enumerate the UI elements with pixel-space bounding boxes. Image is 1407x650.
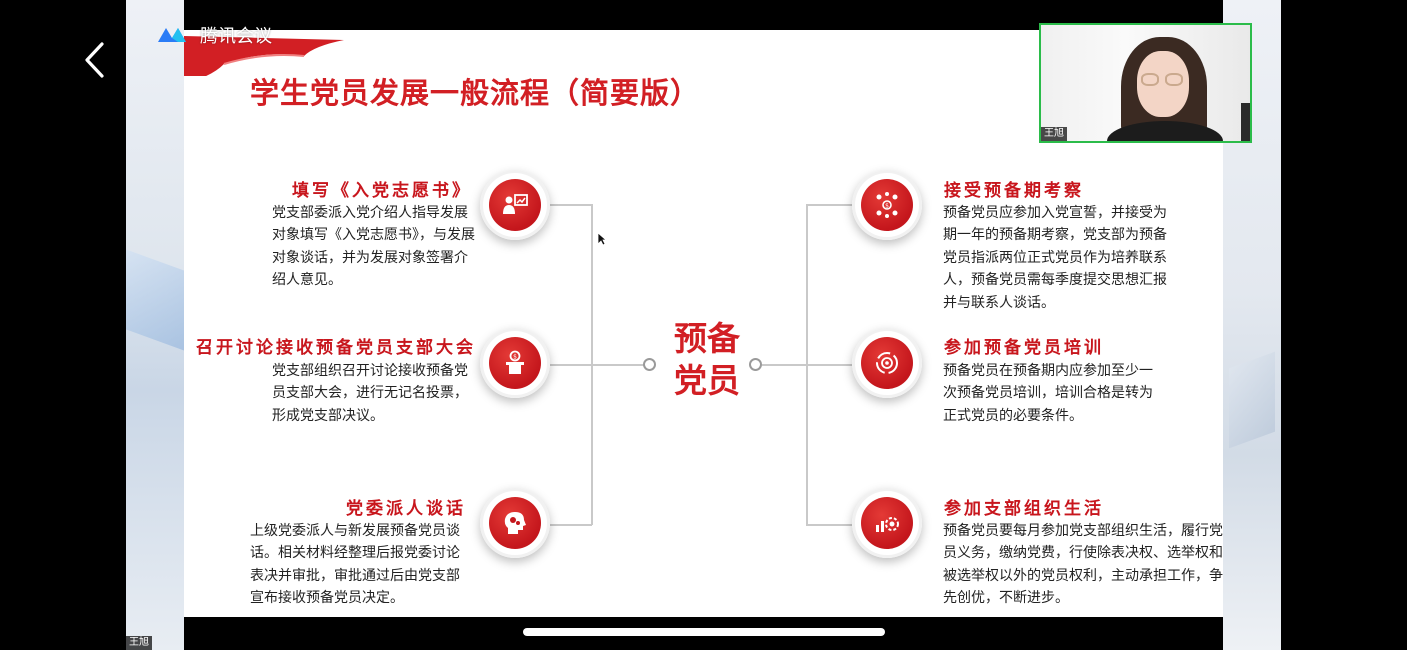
target-cycle-icon [876, 352, 898, 374]
podium-icon: $ [506, 350, 524, 374]
app-logo: 腾讯会议 [156, 22, 272, 48]
black-strip [1281, 0, 1407, 650]
svg-text:$: $ [885, 203, 889, 210]
step-title: 填写《入党志愿书》 [292, 181, 472, 201]
mouse-cursor-icon [597, 232, 607, 246]
step-title: 参加预备党员培训 [944, 338, 1104, 358]
step-title: 召开讨论接收预备党员支部大会 [196, 338, 476, 358]
step-icon-circle [480, 488, 550, 558]
connector-line [591, 204, 593, 525]
step-title: 参加支部组织生活 [944, 499, 1104, 519]
step-description: 党支部委派入党介绍人指导发展对象填写《入党志愿书》，与发展对象谈话，并为发展对象… [272, 205, 475, 289]
head-gears-icon [504, 512, 526, 534]
center-label-line1: 预备 [674, 319, 740, 358]
step-title: 党委派人谈话 [346, 499, 466, 519]
step-icon-circle [480, 170, 550, 240]
step-description: 上级党委派人与新发展预备党员谈话。相关材料经整理后报党委讨论表决并审批，审批通过… [250, 523, 460, 607]
connector-line [806, 364, 852, 366]
connector-line [806, 524, 852, 526]
step-title: 接受预备期考察 [944, 181, 1084, 201]
connector-dot [749, 358, 762, 371]
tencent-meeting-logo-icon [158, 28, 186, 42]
connector-line [550, 524, 592, 526]
connector-line [762, 364, 806, 366]
home-indicator[interactable] [523, 628, 885, 636]
connector-dot [643, 358, 656, 371]
center-label-line2: 党员 [674, 361, 740, 400]
teacher-board-icon [503, 194, 528, 214]
step-description: 预备党员在预备期内应参加至少一次预备党员培训，培训合格是转为正式党员的必要条件。 [943, 363, 1153, 424]
back-chevron-icon[interactable] [82, 40, 106, 80]
svg-text:$: $ [513, 354, 517, 361]
slide-title: 学生党员发展一般流程（简要版） [250, 76, 701, 110]
step-description: 预备党员应参加入党宣誓，并接受为期一年的预备期考察，党支部为预备党员指派两位正式… [943, 205, 1167, 311]
self-view-name: 王旭 [126, 636, 152, 650]
step-description: 党支部组织召开讨论接收预备党员支部大会，进行无记名投票，形成党支部决议。 [272, 363, 468, 424]
step-description: 预备党员要每月参加党支部组织生活，履行党员义务，缴纳党费，行使除表决权、选举权和… [943, 523, 1223, 607]
step-icon-circle [852, 328, 922, 398]
app-name: 腾讯会议 [200, 26, 272, 47]
background-left [126, 0, 184, 650]
red-ribbon-decoration [184, 36, 344, 76]
participant-video[interactable]: 王旭 [1039, 23, 1252, 143]
step-icon-circle: $ [480, 328, 550, 398]
step-icon-circle [852, 488, 922, 558]
connector-line [550, 204, 592, 206]
chart-gear-icon [876, 517, 899, 532]
step-icon-circle: $ [852, 170, 922, 240]
connector-line [592, 364, 644, 366]
connector-line [806, 204, 852, 206]
center-label: 预备 党员 [662, 318, 752, 402]
participant-name: 王旭 [1041, 127, 1067, 141]
people-network-icon: $ [876, 192, 898, 218]
connector-line [550, 364, 592, 366]
